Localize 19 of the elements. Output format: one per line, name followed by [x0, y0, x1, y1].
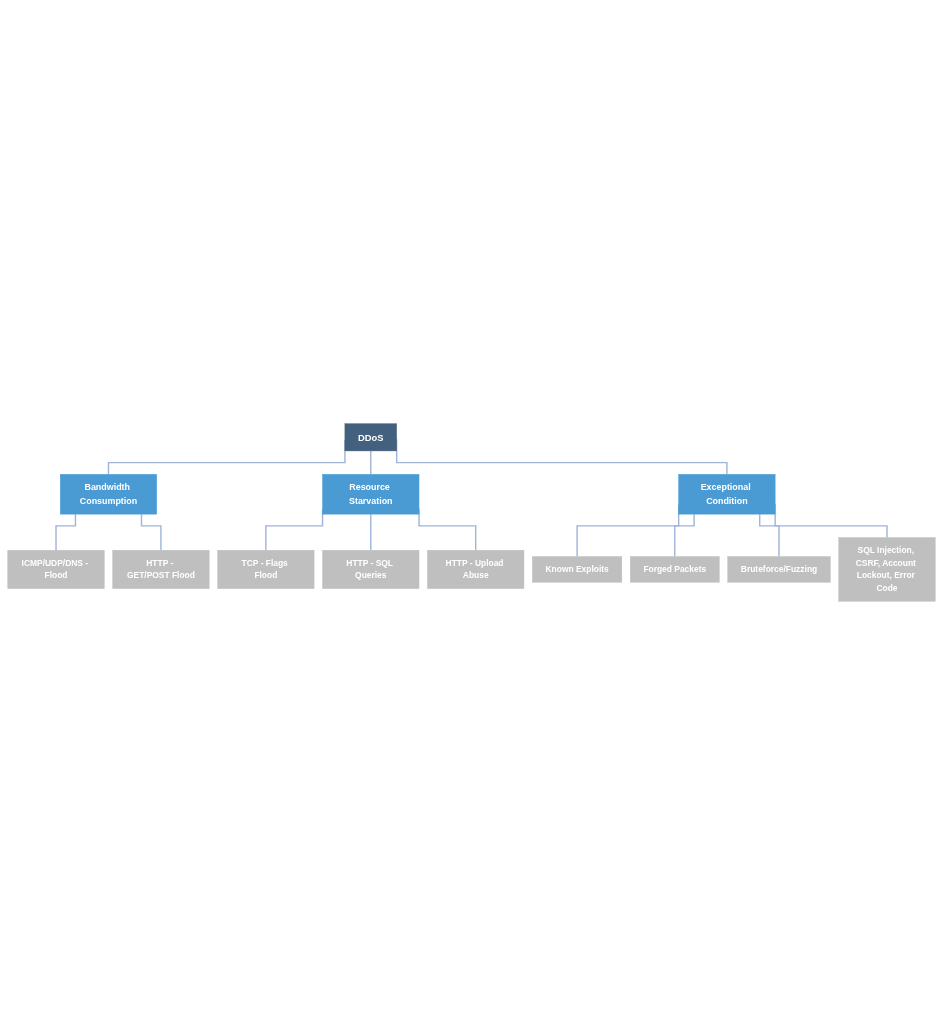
node-box: Known Exploits [532, 556, 623, 583]
connector [759, 513, 780, 558]
node-box: Bandwidth Consumption [60, 474, 157, 515]
node-box: ICMP/UDP/DNS - Flood [7, 550, 105, 590]
node-box: Forged Packets [630, 556, 720, 583]
connector [370, 450, 372, 476]
node-box: HTTP - GET/POST Flood [112, 550, 210, 590]
connector [674, 513, 695, 558]
node-box: TCP - Flags Flood [217, 550, 315, 590]
node-box: SQL Injection, CSRF, Account Lockout, Error Code [838, 537, 936, 602]
node-box: HTTP - Upload Abuse [427, 550, 525, 590]
node-box: Resource Starvation [322, 474, 420, 515]
connector [140, 513, 162, 552]
node-box: DDoS [344, 424, 397, 452]
node-box: Bruteforce/Fuzzing [727, 556, 831, 583]
connector [370, 513, 372, 552]
node-box: Exceptional Condition [678, 474, 776, 515]
connector [55, 513, 77, 552]
node-box: HTTP - SQL Queries [322, 550, 420, 590]
